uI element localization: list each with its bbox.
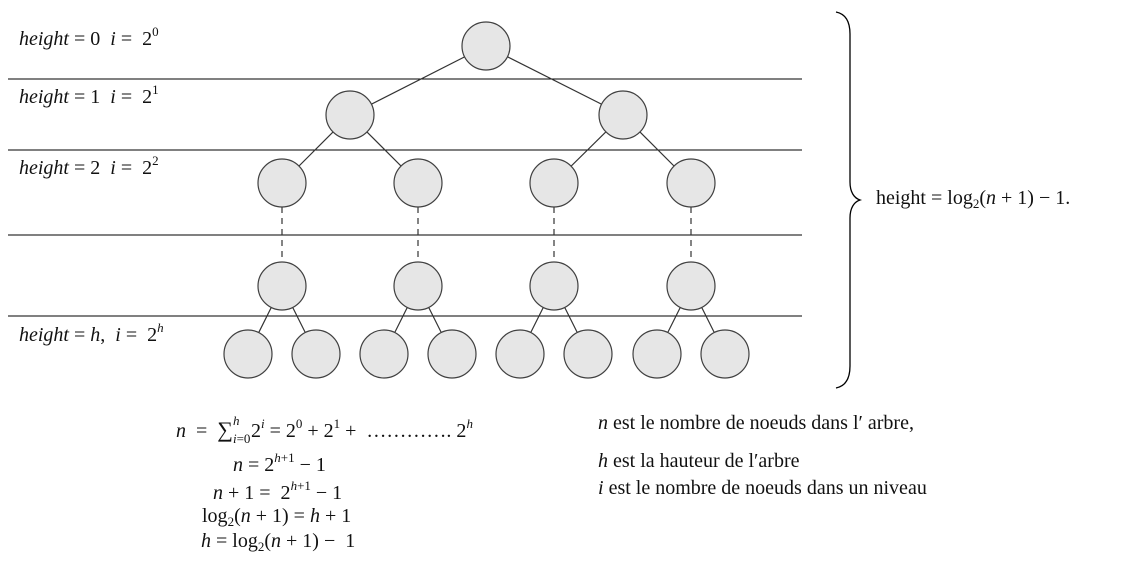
level-label-h: height = h, i = 2h (19, 320, 164, 346)
description-i: i est le nombre de noeuds dans un niveau (598, 477, 927, 499)
derivation-line-3: n + 1 = 2h+1 − 1 (213, 478, 343, 504)
tree-edge (485, 45, 624, 116)
tree-node (257, 261, 307, 311)
leaf-node (291, 329, 341, 379)
leaf-node (495, 329, 545, 379)
leaf-node (223, 329, 273, 379)
leaf-node (632, 329, 682, 379)
description-n: n est le nombre de noeuds dans l′ arbre, (598, 412, 914, 434)
leaf-node (563, 329, 613, 379)
height-formula: height = log2(n + 1) − 1. (876, 187, 1071, 211)
tree-node (666, 158, 716, 208)
leaf-node (700, 329, 750, 379)
curly-brace (835, 11, 863, 389)
derivation-line-2: n = 2h+1 − 1 (233, 450, 326, 476)
tree-edges (247, 45, 726, 355)
leaf-node (427, 329, 477, 379)
tree-node (666, 261, 716, 311)
tree-node (529, 261, 579, 311)
level-separators (8, 78, 802, 317)
leaf-node (359, 329, 409, 379)
tree-node (393, 158, 443, 208)
tree-node (598, 90, 648, 140)
tree-node (393, 261, 443, 311)
level-label-0: height = 0 i = 20 (19, 24, 159, 50)
derivation-line-4: log2(n + 1) = h + 1 (202, 505, 352, 529)
description-h: h est la hauteur de l′arbre (598, 450, 800, 472)
tree-node (529, 158, 579, 208)
root-node (461, 21, 511, 71)
tree-node (257, 158, 307, 208)
derivation-line-5: h = log2(n + 1) − 1 (201, 530, 356, 554)
level-label-1: height = 1 i = 21 (19, 82, 159, 108)
tree-edge (349, 45, 487, 116)
level-label-2: height = 2 i = 22 (19, 153, 159, 179)
tree-node (325, 90, 375, 140)
tree-nodes (223, 21, 750, 379)
